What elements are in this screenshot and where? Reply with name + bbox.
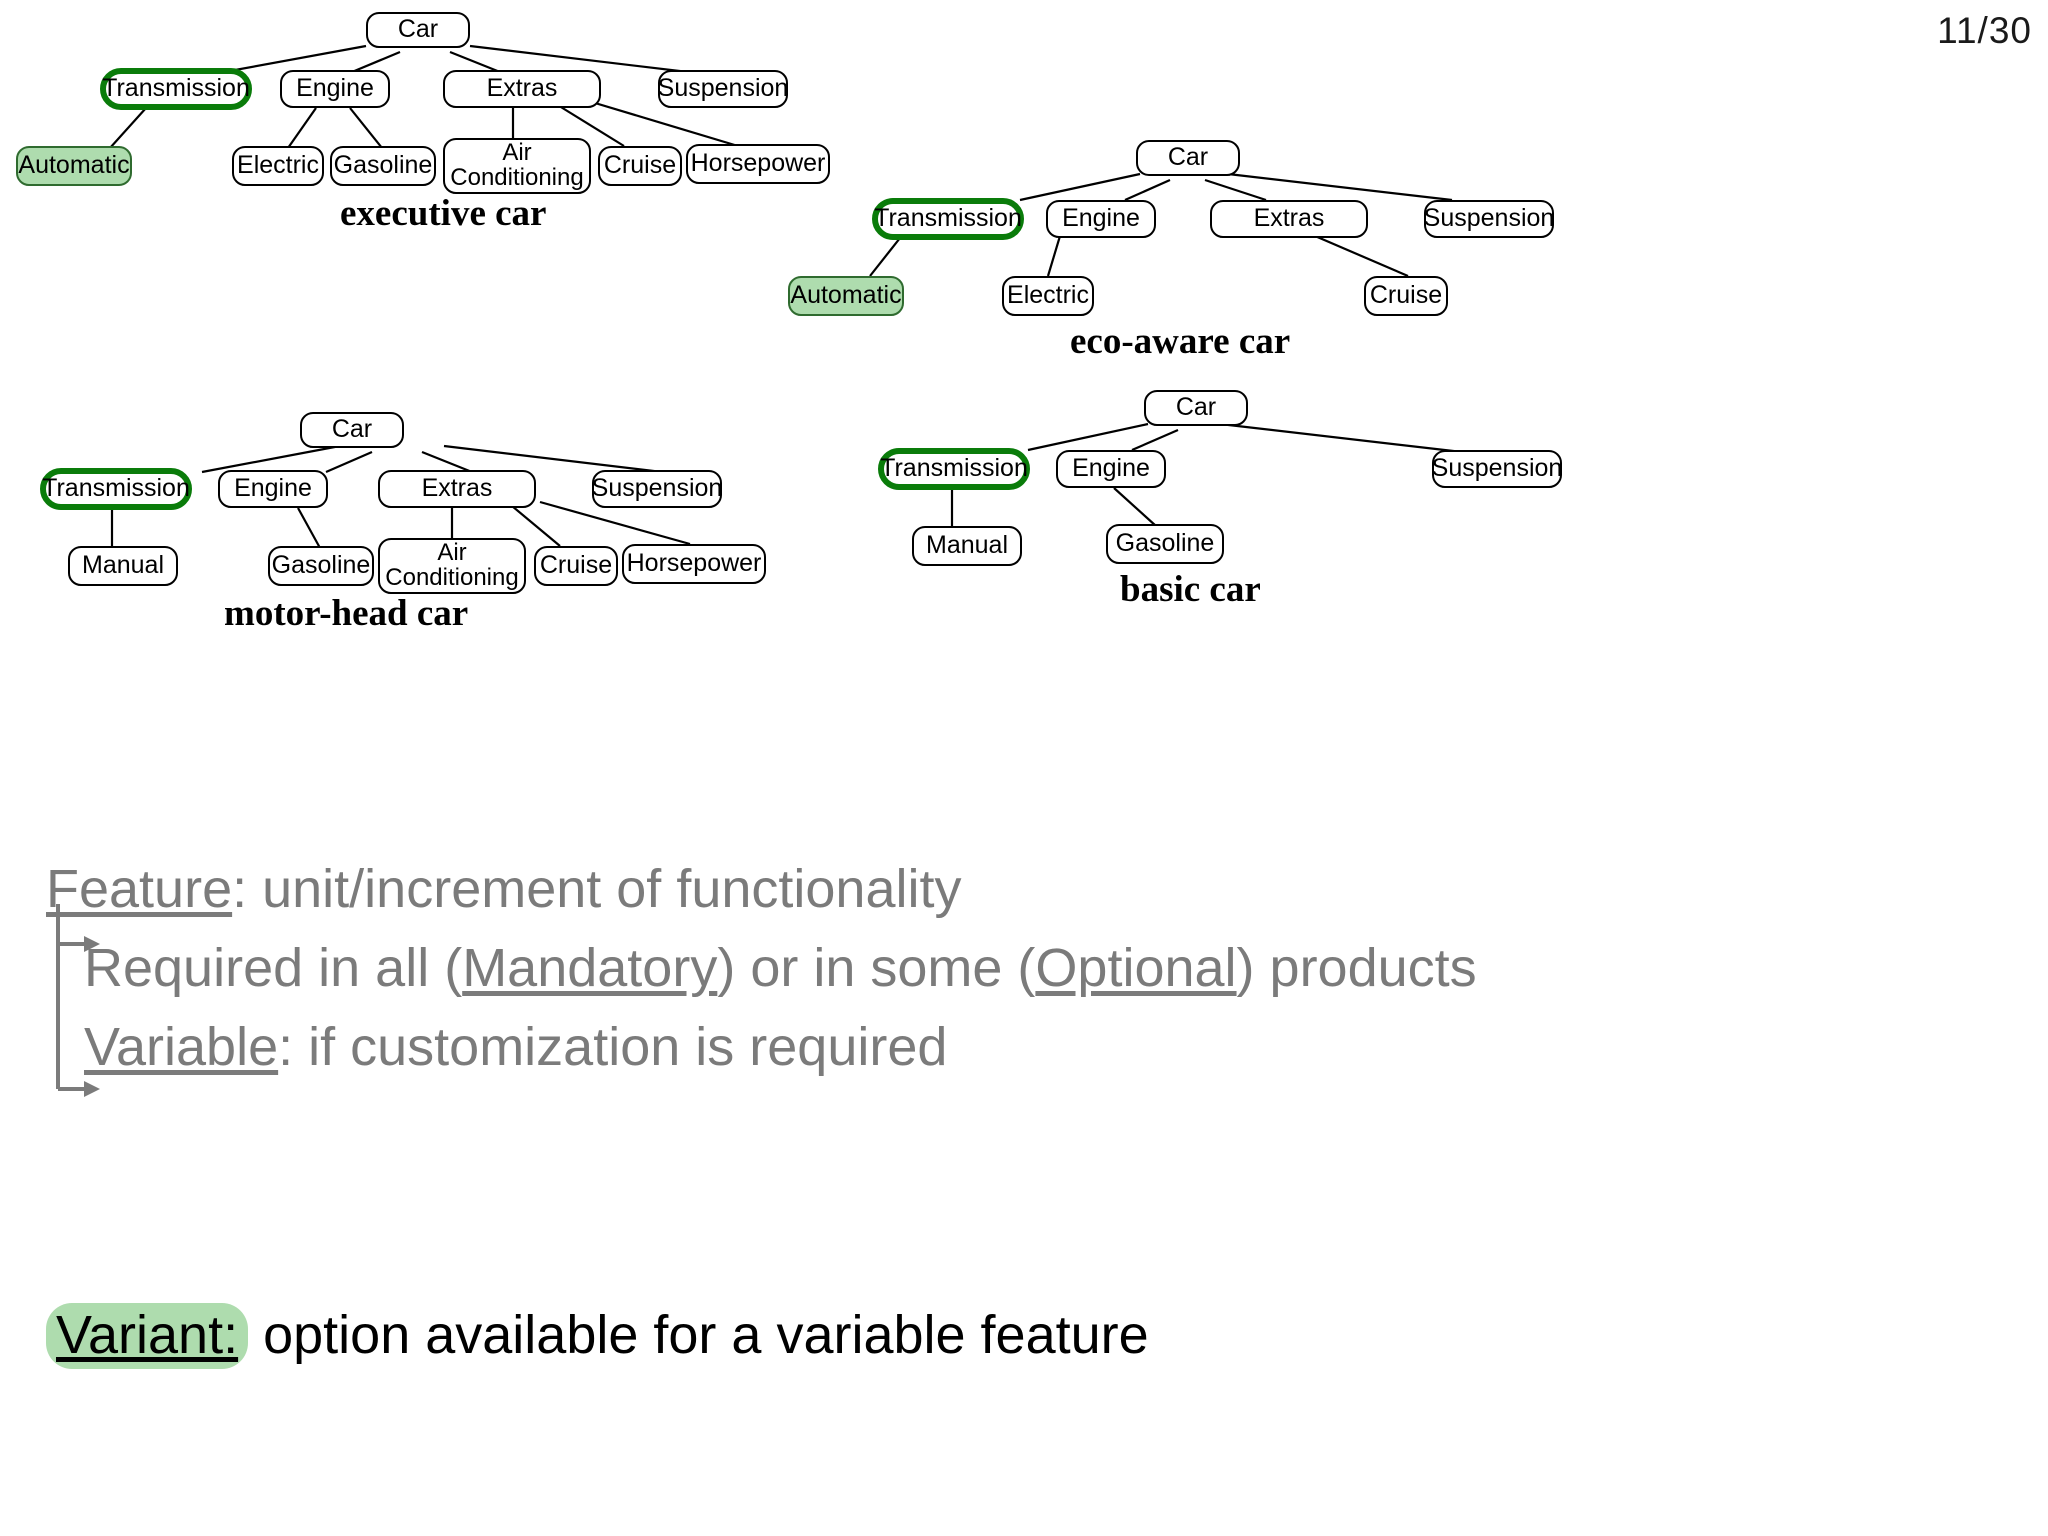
node-horsepower[interactable]: Horsepower (686, 144, 830, 184)
node-automatic-variant[interactable]: Automatic (788, 276, 904, 316)
tree-label-eco-aware-car: eco-aware car (1070, 321, 1291, 362)
node-manual[interactable]: Manual (68, 546, 178, 586)
tree-label-basic-car: basic car (1120, 569, 1261, 610)
feature-tree-basic-car: Car Transmission Engine Suspension Manua… (870, 390, 2048, 620)
variant-definition-line: Variant: option available for a variable… (46, 1303, 1149, 1369)
node-suspension[interactable]: Suspension (592, 470, 722, 508)
node-horsepower[interactable]: Horsepower (622, 544, 766, 584)
node-cruise[interactable]: Cruise (598, 146, 682, 186)
feature-tree-eco-aware-car: Car Transmission Engine Extras Suspensio… (770, 140, 2048, 380)
variant-definition-text: option available for a variable feature (248, 1305, 1149, 1365)
feature-definition-text: : unit/increment of functionality (232, 859, 962, 919)
term-variant-highlight: Variant: (46, 1303, 249, 1369)
node-extras[interactable]: Extras (378, 470, 536, 508)
definition-line-mandatory-optional: Required in all (Mandatory) or in some (… (84, 941, 2006, 995)
feature-tree-motor-head-car: Car Transmission Engine Extras Suspensio… (40, 410, 860, 660)
node-transmission-selected[interactable]: Transmission (100, 68, 252, 110)
line2-prefix: Required in all ( (84, 938, 463, 998)
node-gasoline[interactable]: Gasoline (330, 146, 436, 186)
node-suspension[interactable]: Suspension (1424, 200, 1554, 238)
node-gasoline[interactable]: Gasoline (1106, 524, 1224, 564)
node-electric[interactable]: Electric (1002, 276, 1094, 316)
node-transmission-selected[interactable]: Transmission (878, 448, 1030, 490)
node-extras[interactable]: Extras (1210, 200, 1368, 238)
node-suspension[interactable]: Suspension (1432, 450, 1562, 488)
tree-edges-eco-aware (869, 172, 1453, 278)
node-engine[interactable]: Engine (218, 470, 328, 508)
tree-label-motor-head-car: motor-head car (224, 593, 469, 634)
node-extras[interactable]: Extras (443, 70, 601, 108)
definition-text-block: Feature: unit/increment of functionality… (46, 862, 2006, 1097)
term-mandatory: Mandatory (462, 938, 718, 998)
node-transmission-selected[interactable]: Transmission (872, 198, 1024, 240)
term-optional: Optional (1035, 938, 1237, 998)
node-electric[interactable]: Electric (232, 146, 324, 186)
page-number: 11/30 (1937, 10, 2032, 51)
definition-line-variable: Variable: if customization is required (84, 1020, 2006, 1074)
node-cruise[interactable]: Cruise (1364, 276, 1448, 316)
term-variable: Variable (84, 1017, 279, 1077)
variable-definition-text: : if customization is required (278, 1017, 948, 1077)
tree-edges-basic (950, 422, 1463, 527)
line2-suffix: ) products (1236, 938, 1477, 998)
definition-line-feature: Feature: unit/increment of functionality (46, 862, 2006, 916)
node-air-conditioning[interactable]: Air Conditioning (378, 538, 526, 594)
node-transmission-selected[interactable]: Transmission (40, 468, 192, 510)
node-suspension[interactable]: Suspension (658, 70, 788, 108)
feature-tree-executive-car: Car Transmission Engine Extras Suspensio… (0, 0, 900, 260)
node-car[interactable]: Car (1136, 140, 1240, 176)
node-automatic-variant[interactable]: Automatic (16, 146, 132, 186)
node-engine[interactable]: Engine (280, 70, 390, 108)
node-car[interactable]: Car (300, 412, 404, 448)
node-cruise[interactable]: Cruise (534, 546, 618, 586)
line2-middle: ) or in some ( (717, 938, 1036, 998)
node-car[interactable]: Car (366, 12, 470, 48)
node-engine[interactable]: Engine (1046, 200, 1156, 238)
node-air-conditioning[interactable]: Air Conditioning (443, 138, 591, 194)
term-feature: Feature (46, 859, 233, 919)
tree-label-executive-car: executive car (340, 193, 547, 234)
node-car[interactable]: Car (1144, 390, 1248, 426)
node-manual[interactable]: Manual (912, 526, 1022, 566)
node-engine[interactable]: Engine (1056, 450, 1166, 488)
node-gasoline[interactable]: Gasoline (268, 546, 374, 586)
